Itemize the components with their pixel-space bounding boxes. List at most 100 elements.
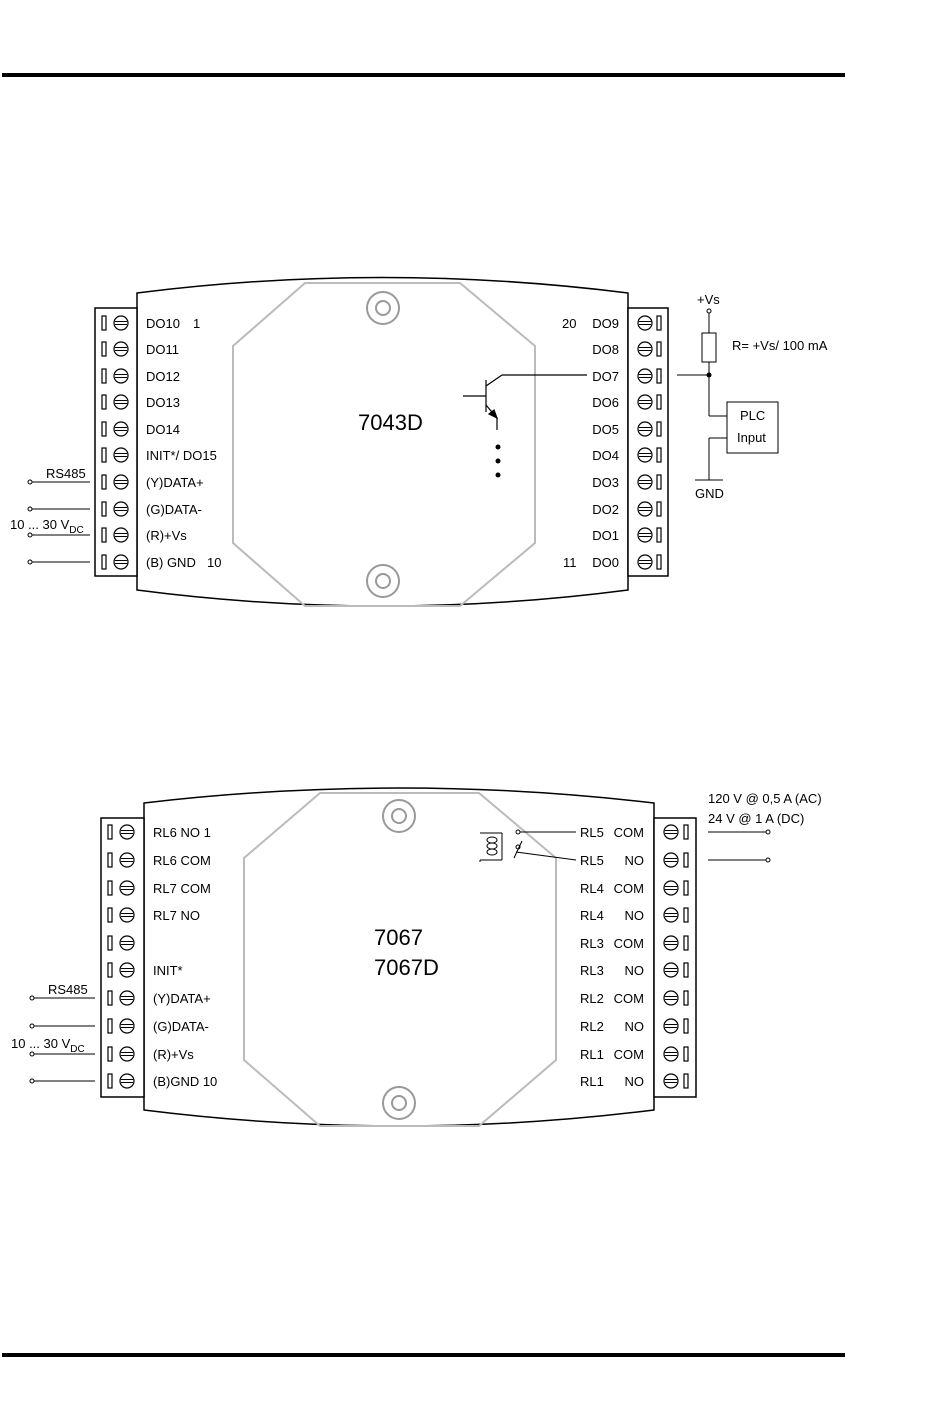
terminal-label: RL6 NO 1 (153, 825, 211, 840)
terminal-screw (663, 907, 689, 923)
terminal-screw (637, 474, 662, 490)
terminal-screw (107, 880, 135, 896)
terminal-label: RL6 COM (153, 853, 211, 868)
relay-label: RL1 (580, 1074, 604, 1089)
terminal-screw (663, 962, 689, 978)
module-7067-body (143, 787, 655, 1127)
terminal-label: DO13 (146, 395, 180, 410)
supply-label: 10 ... 30 VDC (10, 517, 84, 536)
terminal-screw (637, 447, 662, 463)
relay-label: RL3 (580, 963, 604, 978)
terminal-label: DO5 (592, 422, 619, 437)
terminal-screw (663, 824, 689, 840)
relay-contact-label: NO (625, 1074, 645, 1089)
module-7067d-model: 7067D (374, 955, 439, 980)
terminal-screw (637, 421, 662, 437)
terminal-label: (G)DATA- (153, 1019, 209, 1034)
terminal-screw (101, 315, 129, 331)
plc-input-box (726, 401, 779, 454)
resistor-label: R= +Vs/ 100 mA (732, 338, 828, 353)
terminal-label: (Y)DATA+ (146, 475, 204, 490)
terminal-screw (101, 501, 129, 517)
terminal-label: (Y)DATA+ (153, 991, 211, 1006)
terminal-screw (107, 935, 135, 951)
relay-label: RL5 (580, 825, 604, 840)
terminal-screw (101, 368, 129, 384)
bottom-rule (2, 1353, 845, 1357)
relay-label: RL4 (580, 881, 604, 896)
terminal-screw (637, 554, 662, 570)
terminal-screw (107, 907, 135, 923)
terminal-screw (663, 990, 689, 1006)
terminal-label: DO9 (592, 316, 619, 331)
top-rule (2, 73, 845, 77)
terminal-label: RL7 COM (153, 881, 211, 896)
terminal-screw (637, 527, 662, 543)
terminal-screw (663, 1046, 689, 1062)
terminal-label: DO0 (592, 555, 619, 570)
pin-number-20: 20 (562, 316, 576, 331)
terminal-label: DO7 (592, 369, 619, 384)
module-7067-load-wiring (708, 829, 771, 863)
vs-label: +Vs (697, 292, 720, 307)
module-7043d-plc-wiring (677, 308, 779, 481)
module-7043d-housing-outline (232, 282, 536, 607)
terminal-label: DO2 (592, 502, 619, 517)
terminal-label: (R)+Vs (146, 528, 187, 543)
terminal-screw (663, 1073, 689, 1089)
pin-number-10: 10 (207, 555, 221, 570)
rating-dc-label: 24 V @ 1 A (DC) (708, 811, 804, 826)
relay-contact-label: NO (625, 1019, 645, 1034)
rs485-label: RS485 (48, 982, 88, 997)
mounting-hole-bottom (382, 1086, 416, 1120)
terminal-label: RL7 NO (153, 908, 200, 923)
terminal-screw (637, 501, 662, 517)
relay-label: RL1 (580, 1047, 604, 1062)
terminal-label: INIT* (153, 963, 183, 978)
relay-label: RL2 (580, 991, 604, 1006)
module-7043d-model: 7043D (358, 410, 423, 435)
relay-contact-label: NO (625, 853, 645, 868)
pin-number-1: 1 (193, 316, 200, 331)
relay-label: RL4 (580, 908, 604, 923)
relay-contact-symbol (513, 829, 577, 861)
terminal-label: (B)GND 10 (153, 1074, 217, 1089)
terminal-screw (107, 1018, 135, 1034)
terminal-screw (637, 341, 662, 357)
terminal-screw (107, 990, 135, 1006)
terminal-label: INIT*/ DO15 (146, 448, 217, 463)
terminal-screw (107, 824, 135, 840)
terminal-label: DO3 (592, 475, 619, 490)
terminal-screw (637, 394, 662, 410)
terminal-screw (101, 474, 129, 490)
terminal-screw (101, 554, 129, 570)
terminal-screw (107, 1073, 135, 1089)
terminal-screw (107, 962, 135, 978)
junction-dot (706, 372, 712, 378)
module-7067-housing-outline (243, 792, 557, 1127)
pin-number-11: 11 (563, 555, 577, 570)
terminal-screw (101, 527, 129, 543)
rating-ac-label: 120 V @ 0,5 A (AC) (708, 791, 822, 806)
terminal-label: DO6 (592, 395, 619, 410)
gnd-label: GND (695, 486, 724, 501)
relay-contact-label: COM (614, 936, 644, 951)
terminal-screw (637, 315, 662, 331)
terminal-label: DO12 (146, 369, 180, 384)
terminal-label: DO10 (146, 316, 180, 331)
supply-label: 10 ... 30 VDC (11, 1036, 85, 1055)
terminal-label: (B) GND (146, 555, 196, 570)
module-7043d-body (136, 276, 629, 607)
transistor-symbol (463, 374, 587, 430)
relay-contact-label: COM (614, 991, 644, 1006)
terminal-screw (107, 852, 135, 868)
terminal-screw (101, 447, 129, 463)
rs485-label: RS485 (46, 466, 86, 481)
relay-contact-label: COM (614, 881, 644, 896)
plc-input-label: Input (737, 430, 766, 445)
mounting-hole-top (366, 291, 400, 325)
terminal-screw (101, 394, 129, 410)
